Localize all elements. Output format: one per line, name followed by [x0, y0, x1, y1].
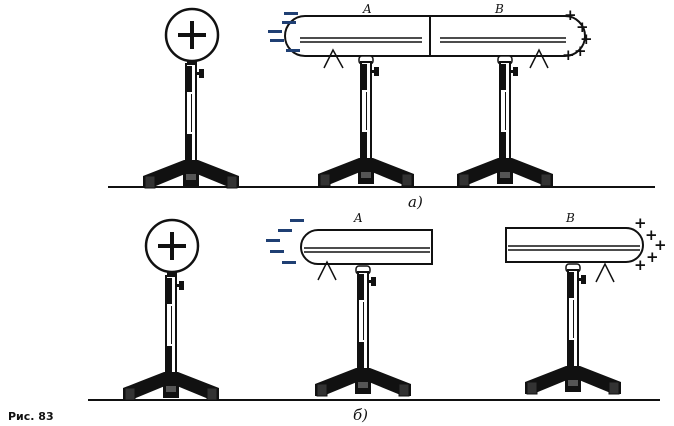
figure-caption: Рис. 83 [8, 410, 54, 423]
panel-b: + + + + + A B б) [88, 211, 667, 424]
conductor-a-separated [300, 229, 433, 281]
label-conductor-a-panel-b: A [353, 211, 363, 225]
charged-sphere-b [144, 218, 200, 277]
label-conductor-b-panel-b: B [565, 211, 575, 225]
positive-charges-a: + + + + + [562, 6, 593, 64]
svg-text:+: + [574, 42, 587, 60]
negative-charges-b [266, 219, 304, 264]
svg-text:+: + [654, 236, 667, 254]
panel-a: + + + + + A B а) [108, 2, 655, 211]
negative-charges-a [268, 12, 300, 52]
conductor-b-stand-a [457, 56, 553, 186]
svg-text:+: + [634, 256, 647, 274]
svg-text:+: + [576, 18, 589, 36]
sphere-stand-b [122, 275, 220, 401]
label-conductor-b-panel-a: B [494, 2, 504, 16]
svg-text:+: + [564, 6, 577, 24]
conductor-b-separated [505, 227, 644, 283]
charged-sphere-a [164, 7, 220, 66]
svg-text:+: + [634, 214, 647, 232]
panel-label-b: б) [353, 406, 368, 424]
positive-charges-b: + + + + + [634, 214, 667, 274]
conductor-b-stand-b [525, 264, 621, 394]
conductor-ab-joined [284, 15, 586, 69]
svg-text:+: + [562, 46, 575, 64]
conductor-a-stand-a [318, 56, 414, 186]
sphere-stand-a [142, 63, 240, 189]
label-conductor-a-panel-a: A [362, 2, 372, 16]
panel-label-a: а) [408, 193, 423, 211]
svg-text:+: + [646, 248, 659, 266]
conductor-a-stand-b [315, 266, 411, 396]
svg-text:+: + [645, 226, 658, 244]
svg-text:+: + [580, 30, 593, 48]
